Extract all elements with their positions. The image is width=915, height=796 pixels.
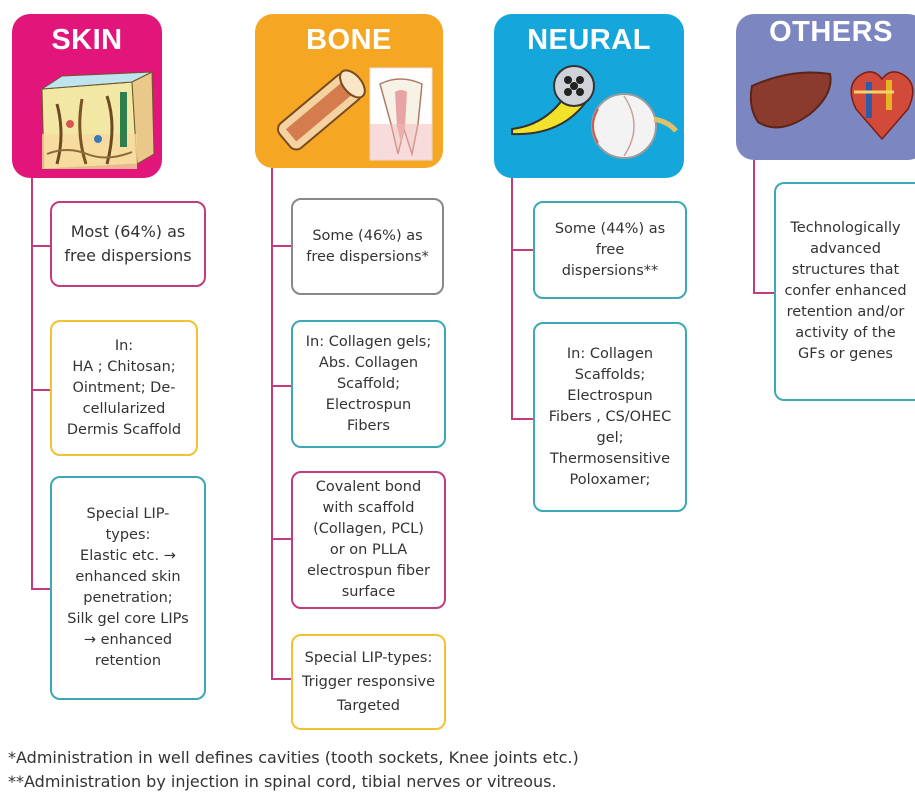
skin-connector-branch-2 <box>31 389 50 391</box>
footnote-bone: *Administration in well defines cavities… <box>8 748 579 767</box>
others-header: OTHERS <box>736 14 915 160</box>
liver-and-heart-icon <box>736 14 915 160</box>
bone-connector-branch-4 <box>271 678 291 680</box>
bone-connector-branch-3 <box>271 538 291 540</box>
bone-special-lip-box: Special LIP-types: Trigger responsive Ta… <box>291 634 446 730</box>
bone-free-dispersions-box: Some (46%) as free dispersions* <box>291 198 444 295</box>
skin-tissue-icon <box>12 14 162 178</box>
neural-connector-branch-1 <box>511 249 533 251</box>
skin-connector-branch-3 <box>31 588 50 590</box>
bone-connector-branch-2 <box>271 385 291 387</box>
bone-connector-branch-1 <box>271 245 291 247</box>
skin-header: SKIN <box>12 14 162 178</box>
skin-connector-branch-1 <box>31 245 50 247</box>
skin-scaffolds-box: In: HA ; Chitosan; Ointment; De- cellula… <box>50 320 198 456</box>
footnote-neural: **Administration by injection in spinal … <box>8 772 557 791</box>
others-connector-trunk <box>753 160 755 293</box>
bone-scaffolds-box: In: Collagen gels; Abs. Collagen Scaffol… <box>291 320 446 448</box>
neural-connector-branch-2 <box>511 418 533 420</box>
nerve-and-eye-icon <box>494 14 684 178</box>
neural-header: NEURAL <box>494 14 684 178</box>
bone-and-tooth-icon <box>255 14 443 168</box>
neural-connector-trunk <box>511 178 513 419</box>
neural-free-dispersions-box: Some (44%) as free dispersions** <box>533 201 687 299</box>
skin-special-lip-box: Special LIP- types: Elastic etc. → enhan… <box>50 476 206 700</box>
others-connector-branch-1 <box>753 292 774 294</box>
others-advanced-structures-box: Technologically advanced structures that… <box>774 182 915 401</box>
skin-connector-trunk <box>31 178 33 590</box>
skin-free-dispersions-box: Most (64%) as free dispersions <box>50 201 206 287</box>
bone-covalent-bond-box: Covalent bond with scaffold (Collagen, P… <box>291 471 446 609</box>
bone-header: BONE <box>255 14 443 168</box>
neural-scaffolds-box: In: Collagen Scaffolds; Electrospun Fibe… <box>533 322 687 512</box>
